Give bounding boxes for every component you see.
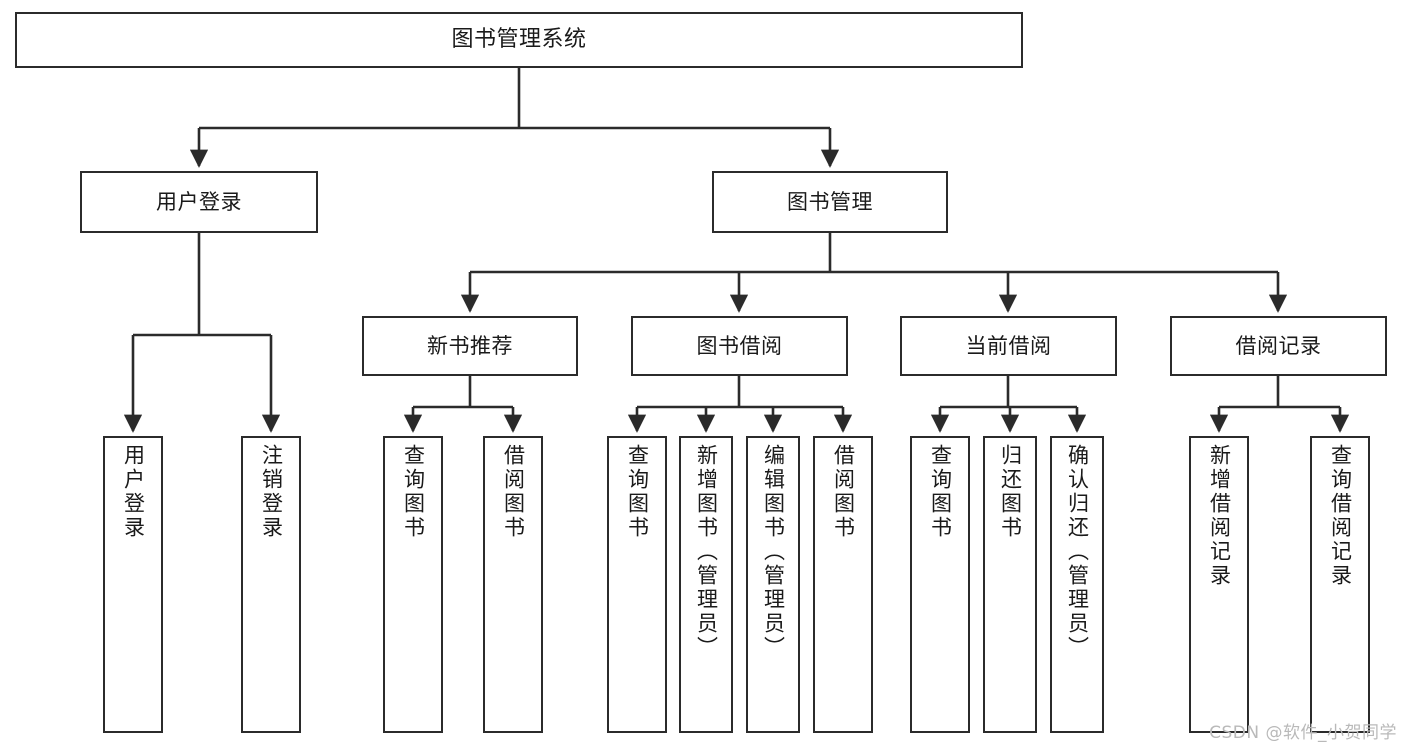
leaf-user-login-label: 用户登录	[121, 444, 146, 540]
leaf-add-book-admin-label: 新增图书（管理员）	[694, 444, 719, 660]
leaf-query-book-1[interactable]: 查询图书	[383, 436, 443, 733]
leaf-query-book-3-label: 查询图书	[928, 444, 953, 540]
node-book-borrow-label: 图书借阅	[696, 333, 783, 358]
leaf-edit-book-admin[interactable]: 编辑图书（管理员）	[746, 436, 800, 733]
leaf-borrow-book-2-label: 借阅图书	[831, 444, 856, 540]
leaf-add-book-admin[interactable]: 新增图书（管理员）	[679, 436, 733, 733]
leaf-edit-book-admin-label: 编辑图书（管理员）	[761, 444, 786, 660]
csdn-watermark: CSDN @软件_小贺同学	[1209, 723, 1397, 743]
node-borrow-record-label: 借阅记录	[1235, 333, 1322, 358]
leaf-logout-login[interactable]: 注销登录	[241, 436, 301, 733]
node-user-login[interactable]: 用户登录	[80, 171, 318, 233]
leaf-borrow-book-2[interactable]: 借阅图书	[813, 436, 873, 733]
leaf-logout-login-label: 注销登录	[259, 444, 284, 540]
leaf-query-borrow-record-label: 查询借阅记录	[1328, 444, 1353, 588]
node-current-borrow[interactable]: 当前借阅	[900, 316, 1117, 376]
leaf-query-book-2[interactable]: 查询图书	[607, 436, 667, 733]
leaf-add-borrow-record[interactable]: 新增借阅记录	[1189, 436, 1249, 733]
leaf-return-book-label: 归还图书	[998, 444, 1023, 540]
leaf-add-borrow-record-label: 新增借阅记录	[1207, 444, 1232, 588]
leaf-confirm-return-admin-label: 确认归还（管理员）	[1065, 444, 1090, 660]
leaf-query-book-3[interactable]: 查询图书	[910, 436, 970, 733]
leaf-user-login[interactable]: 用户登录	[103, 436, 163, 733]
node-root[interactable]: 图书管理系统	[15, 12, 1023, 68]
node-new-book-recommend-label: 新书推荐	[427, 333, 513, 358]
leaf-borrow-book-1[interactable]: 借阅图书	[483, 436, 543, 733]
leaf-query-borrow-record[interactable]: 查询借阅记录	[1310, 436, 1370, 733]
node-book-borrow[interactable]: 图书借阅	[631, 316, 848, 376]
leaf-confirm-return-admin[interactable]: 确认归还（管理员）	[1050, 436, 1104, 733]
node-new-book-recommend[interactable]: 新书推荐	[362, 316, 578, 376]
node-book-manage-label: 图书管理	[787, 189, 873, 214]
node-borrow-record[interactable]: 借阅记录	[1170, 316, 1387, 376]
node-current-borrow-label: 当前借阅	[965, 333, 1052, 358]
node-root-label: 图书管理系统	[451, 27, 587, 53]
node-book-manage[interactable]: 图书管理	[712, 171, 948, 233]
leaf-return-book[interactable]: 归还图书	[983, 436, 1037, 733]
leaf-query-book-1-label: 查询图书	[401, 444, 426, 540]
leaf-query-book-2-label: 查询图书	[625, 444, 650, 540]
leaf-borrow-book-1-label: 借阅图书	[501, 444, 526, 540]
node-user-login-label: 用户登录	[156, 189, 242, 214]
